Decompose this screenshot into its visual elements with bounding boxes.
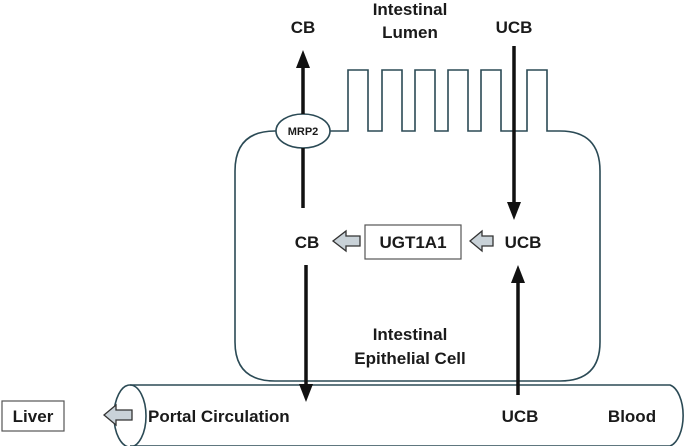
lumen-label-line1: Intestinal bbox=[373, 0, 448, 19]
ucb-lumen-label: UCB bbox=[496, 18, 533, 37]
portal-circulation-label: Portal Circulation bbox=[148, 407, 290, 426]
cb-to-portal-arrow bbox=[299, 265, 313, 402]
blood-label: Blood bbox=[608, 407, 656, 426]
ucb-cell-label: UCB bbox=[505, 233, 542, 252]
ugt1a1-label: UGT1A1 bbox=[379, 233, 446, 252]
cell-label-line2: Epithelial Cell bbox=[354, 349, 465, 368]
epithelial-cell-outline bbox=[234, 69, 601, 382]
lumen-label-line2: Lumen bbox=[382, 23, 438, 42]
liver-label: Liver bbox=[13, 407, 54, 426]
ucb-to-enzyme-arrow bbox=[468, 229, 494, 253]
ucb-uptake-arrow bbox=[507, 46, 521, 220]
ucb-from-blood-arrow bbox=[511, 265, 525, 395]
enzyme-to-cb-arrow bbox=[331, 229, 361, 253]
cb-cell-label: CB bbox=[295, 233, 320, 252]
ucb-blood-label: UCB bbox=[502, 407, 539, 426]
mrp2-label: MRP2 bbox=[288, 126, 319, 138]
cb-lumen-label: CB bbox=[291, 18, 316, 37]
cb-efflux-arrow bbox=[296, 50, 310, 114]
liver-box bbox=[1, 400, 65, 432]
ugt1a1-box bbox=[364, 224, 462, 260]
to-liver-arrow bbox=[102, 403, 133, 427]
cell-label-line1: Intestinal bbox=[373, 325, 448, 344]
